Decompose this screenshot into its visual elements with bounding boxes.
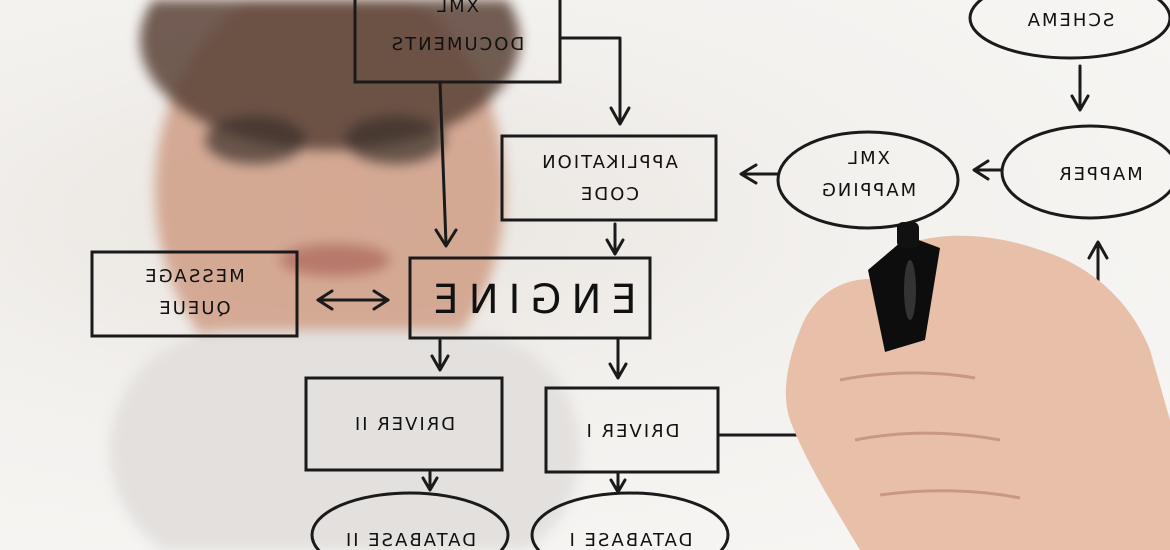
marker-body bbox=[868, 236, 940, 352]
finger-shadow-1 bbox=[839, 371, 976, 382]
xml-mapping-label-1: XML bbox=[846, 148, 890, 169]
arrowhead-driver2-top bbox=[430, 354, 450, 372]
marker-highlight bbox=[904, 260, 916, 320]
application-code-label-2: CODE bbox=[579, 184, 639, 205]
mapper-node: MAPPER bbox=[1000, 124, 1170, 220]
driver-ii-node: DRIVER II bbox=[304, 376, 504, 472]
marker-tip bbox=[897, 222, 919, 248]
arrowhead-mapper-top bbox=[1070, 94, 1090, 112]
mapper-label: MAPPER bbox=[1057, 164, 1142, 185]
arrowhead-xmlmapping-right bbox=[972, 159, 990, 181]
arrowhead-driver1-top bbox=[608, 362, 628, 380]
finger-shadow-3 bbox=[879, 489, 1021, 500]
xml-documents-label-2: DOCUMENTS bbox=[390, 34, 525, 55]
schema-label: SCHEMA bbox=[1026, 10, 1115, 31]
arrowhead-mapper-bottom bbox=[1087, 240, 1109, 260]
database-ii-node: DATABASE II bbox=[310, 491, 510, 550]
arrowhead-db2-top bbox=[421, 476, 439, 492]
database-i-node: DATABASE I bbox=[530, 491, 730, 550]
arrowhead-appcode-right bbox=[739, 163, 758, 185]
edge-xmldocs-engine bbox=[438, 80, 448, 246]
driver-ii-label: DRIVER II bbox=[353, 414, 455, 435]
message-queue-label-2: QUEUE bbox=[157, 298, 230, 319]
application-code-node: APPLIKATION CODE bbox=[500, 134, 718, 222]
database-i-label: DATABASE I bbox=[568, 530, 693, 550]
arrowhead-appcode-top bbox=[609, 106, 631, 126]
engine-node: ENGINE bbox=[408, 256, 652, 340]
arrowhead-engine-left bbox=[372, 289, 390, 311]
xml-documents-node: XML DOCUMENTS bbox=[353, 0, 562, 84]
message-queue-label-1: MESSAGE bbox=[143, 266, 244, 287]
arrowhead-msgqueue bbox=[316, 289, 334, 311]
driver-i-label: DRIVER I bbox=[585, 421, 680, 442]
finger-shadow-2 bbox=[854, 431, 1001, 442]
xml-mapping-node: XML MAPPING bbox=[776, 130, 960, 230]
xml-documents-label-1: XML bbox=[435, 0, 479, 17]
xml-mapping-label-2: MAPPING bbox=[820, 180, 916, 201]
driver-i-node: DRIVER I bbox=[544, 386, 720, 474]
hand bbox=[785, 235, 1170, 550]
database-ii-label: DATABASE II bbox=[344, 530, 476, 550]
schema-node: SCHEMA bbox=[968, 0, 1170, 60]
engine-label: ENGINE bbox=[423, 277, 636, 323]
arrowhead-engine-top bbox=[434, 228, 458, 248]
arrowhead-engine-right-top bbox=[605, 238, 625, 256]
application-code-label-1: APPLIKATION bbox=[540, 152, 678, 173]
arrowhead-db1-top bbox=[609, 478, 627, 494]
edge-xmldocs-appcode bbox=[558, 36, 622, 124]
message-queue-node: MESSAGE QUEUE bbox=[90, 250, 299, 338]
